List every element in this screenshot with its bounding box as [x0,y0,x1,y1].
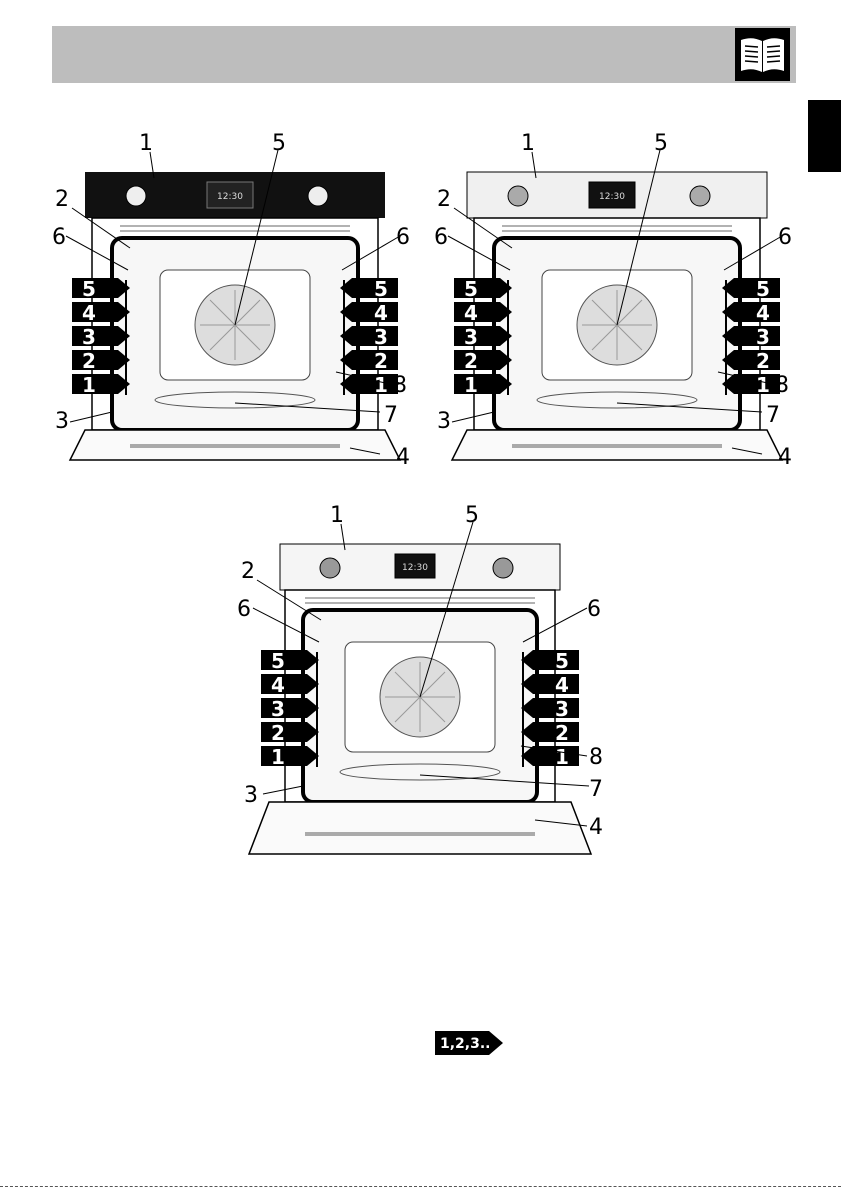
callout-3: 3 [244,783,258,808]
shelf-level-right-2: 2 [756,349,770,373]
shelf-level-right-5: 5 [555,649,569,673]
shelf-level-left-1: 1 [464,373,478,397]
callout-7: 7 [766,403,780,428]
callout-1: 1 [330,503,344,528]
knob-right [690,186,710,206]
callout-5: 5 [654,131,668,156]
shelf-level-left-3: 3 [271,697,285,721]
shelf-level-left-2: 2 [464,349,478,373]
shelf-level-left-1: 1 [271,745,285,769]
callout-5: 5 [465,503,479,528]
display-text: 12:30 [402,563,428,573]
oven-door [249,802,591,854]
callout-6-right: 6 [396,225,410,250]
shelf-level-left-2: 2 [82,349,96,373]
callout-3: 3 [437,409,451,434]
shelf-level-right-4: 4 [555,673,569,697]
shelf-level-left-4: 4 [271,673,285,697]
shelf-level-right-3: 3 [555,697,569,721]
language-tab [808,100,841,172]
knob-left [508,186,528,206]
callout-4: 4 [396,445,410,470]
callout-4: 4 [589,815,603,840]
callout-1: 1 [139,131,153,156]
knob-right [493,558,513,578]
display-text: 12:30 [599,192,625,202]
oven-diagram-steel-panel: 12:30 5 4 [432,130,802,490]
steps-arrow-icon: 1,2,3.. [435,1031,503,1055]
shelf-level-left-3: 3 [464,325,478,349]
shelf-level-left-4: 4 [82,301,96,325]
shelf-level-right-1: 1 [756,373,770,397]
shelf-level-right-5: 5 [374,277,388,301]
knob-left [320,558,340,578]
shelf-level-right-1: 1 [374,373,388,397]
callout-2: 2 [55,187,69,212]
oven-diagram-black-panel: 12:30 5 4 [50,130,420,490]
shelf-level-right-3: 3 [756,325,770,349]
callout-7: 7 [589,777,603,802]
shelf-level-right-1: 1 [555,745,569,769]
shelf-level-left-3: 3 [82,325,96,349]
oven-drawing: 12:30 5 4 [50,130,420,490]
shelf-level-right-4: 4 [374,301,388,325]
callout-8: 8 [393,373,407,398]
callout-6-left: 6 [434,225,448,250]
shelf-level-left-1: 1 [82,373,96,397]
shelf-level-left-2: 2 [271,721,285,745]
knob-right [308,186,328,206]
callout-6-right: 6 [778,225,792,250]
shelf-level-left-4: 4 [464,301,478,325]
oven-diagram-steel-panel-compact: 12:30 5 4 [235,502,605,862]
shelf-level-right-2: 2 [374,349,388,373]
steps-badge-label: 1,2,3.. [440,1036,491,1052]
shelf-level-left-5: 5 [271,649,285,673]
callout-4: 4 [778,445,792,470]
callout-3: 3 [55,409,69,434]
callout-1: 1 [521,131,535,156]
shelf-level-right-5: 5 [756,277,770,301]
callout-6-left: 6 [52,225,66,250]
callout-6-right: 6 [587,597,601,622]
callout-2: 2 [241,559,255,584]
knob-left [126,186,146,206]
callout-8: 8 [589,745,603,770]
callout-6-left: 6 [237,597,251,622]
shelf-level-right-4: 4 [756,301,770,325]
shelf-level-left-5: 5 [464,277,478,301]
shelf-level-left-5: 5 [82,277,96,301]
callout-8: 8 [775,373,789,398]
display-text: 12:30 [217,192,243,202]
shelf-level-right-2: 2 [555,721,569,745]
page-bottom-edge [0,1186,841,1188]
manual-book-icon [735,28,790,81]
oven-drawing: 12:30 5 4 [432,130,802,490]
oven-drawing: 12:30 5 4 [235,502,605,862]
page-header-bar [52,26,796,83]
callout-7: 7 [384,403,398,428]
callout-5: 5 [272,131,286,156]
callout-2: 2 [437,187,451,212]
shelf-level-right-3: 3 [374,325,388,349]
